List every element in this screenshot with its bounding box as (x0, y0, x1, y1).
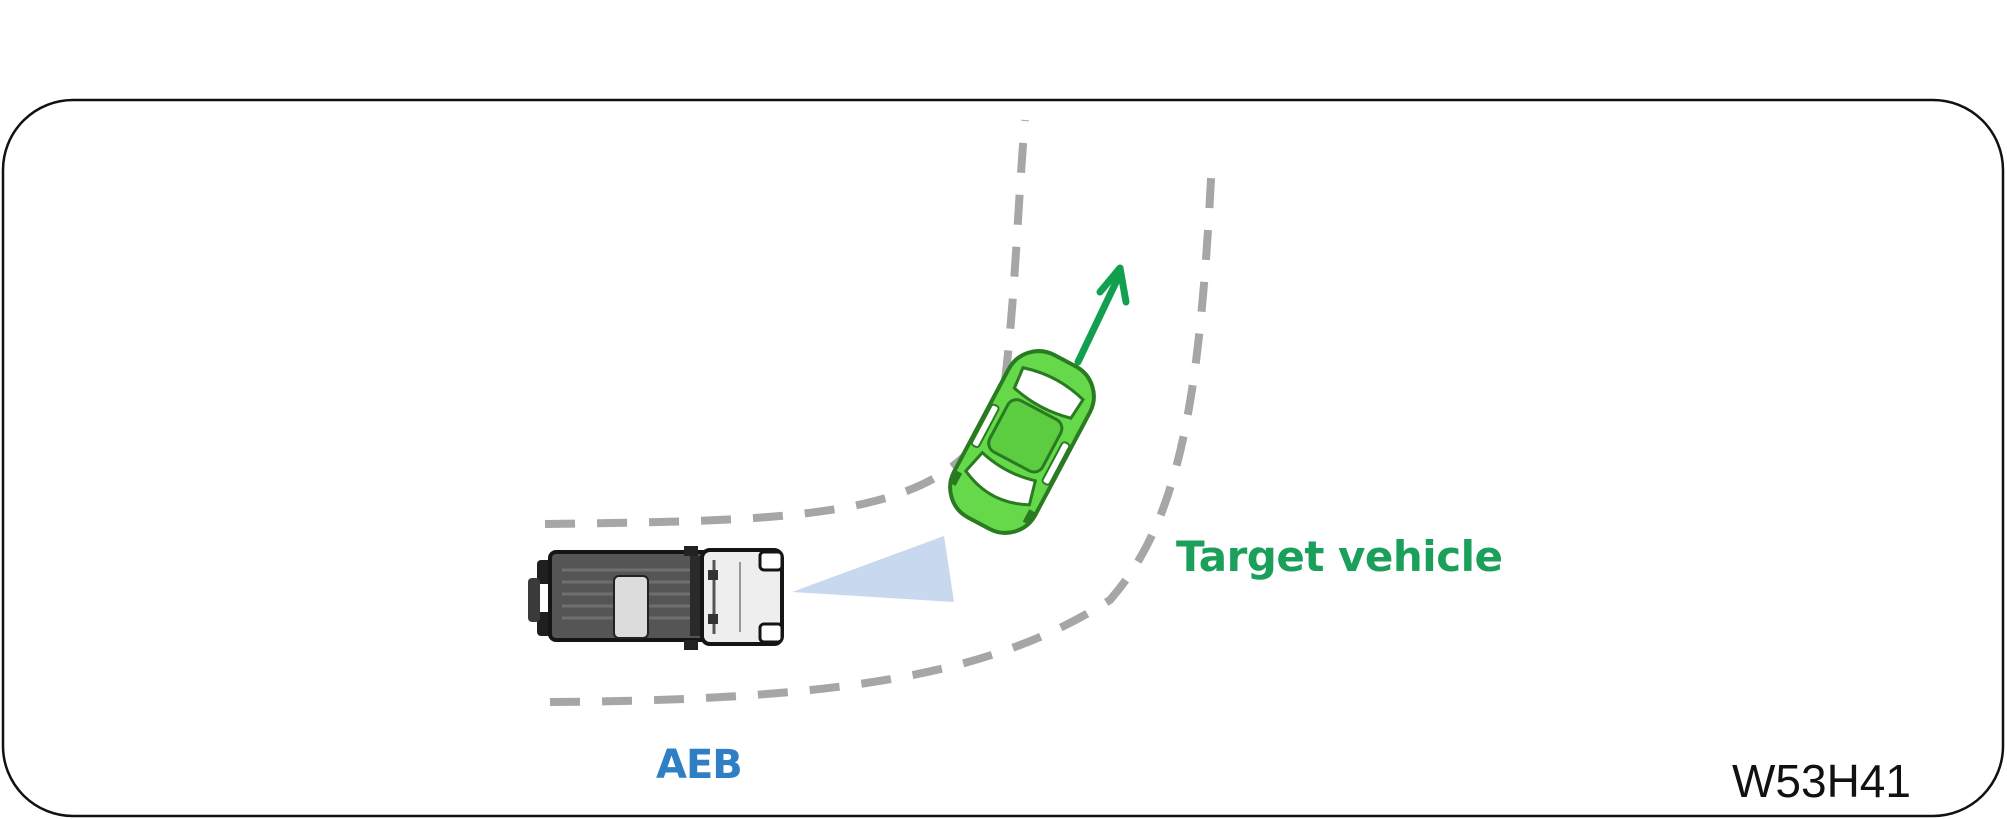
target-vehicle-label: Target vehicle (1176, 532, 1503, 581)
car-top-view-icon (948, 349, 1096, 535)
lane-marking-outer (549, 159, 1216, 706)
arrow-up-right-icon (1074, 264, 1130, 366)
suv-top-view-icon (528, 546, 784, 650)
diagram-frame (1, 98, 2005, 818)
figure-code: W53H41 (1732, 755, 1911, 807)
sensor-beam (792, 536, 954, 602)
aeb-label: AEB (656, 742, 743, 788)
lane-marking-inner (544, 119, 1029, 528)
